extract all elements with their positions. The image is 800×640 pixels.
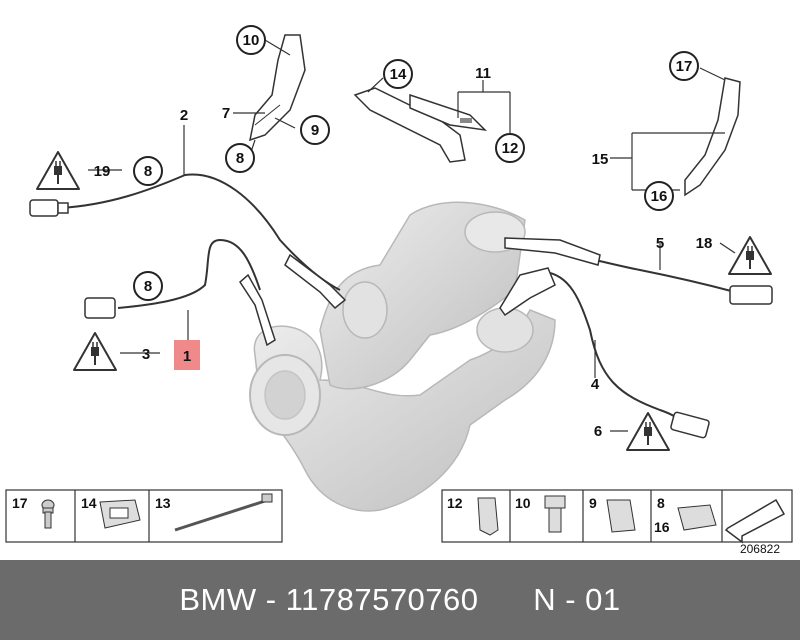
footer-part-number: 11787570760 [285,582,479,617]
callout-14: 14 [390,66,407,83]
callout-17: 17 [676,58,693,75]
footer-brand: BMW [179,582,257,617]
callout-3: 3 [142,346,150,363]
oxygen-sensor-4 [499,267,710,439]
callout-8: 8 [144,278,152,295]
spring-clip-icon [606,499,636,533]
callout-2: 2 [180,107,188,124]
parts-bar-label-16: 16 [654,519,670,535]
callout-18: 18 [696,235,713,252]
bracket-part-15 [684,77,741,197]
oxygen-sensor-2 [29,173,347,310]
callout-circles [133,25,699,301]
warning-icon [728,236,772,275]
parts-diagram: 10 14 9 8 8 12 17 16 8 2 7 11 15 19 5 18… [5,25,793,556]
bolt-icon [41,499,55,529]
warning-icon [73,332,117,371]
warning-icon [36,151,80,190]
cable-clip-icon [677,504,717,531]
parts-bar-right: 12 10 9 8 16 [441,489,793,544]
parts-bar-label-13: 13 [155,495,171,511]
cable-tie-icon [174,493,273,532]
callout-7: 7 [222,105,230,122]
leader-lines [88,39,736,432]
callout-1: 1 [183,348,191,365]
footer-separator: - [256,582,286,617]
callout-11: 11 [475,65,491,82]
parts-bar-label-14: 14 [81,495,97,511]
parts-bar-label-10: 10 [515,495,531,511]
highlighted-part-marker[interactable] [174,340,200,370]
parts-bar-left: 17 14 13 [5,489,283,543]
footer-position: N - 01 [533,582,621,617]
callout-12: 12 [502,140,519,157]
warning-icon [626,412,670,451]
diagram-number: 206822 [740,542,780,556]
heat-shield-bracket [249,34,306,142]
callout-8: 8 [144,163,152,180]
callout-16: 16 [651,188,668,205]
callout-10: 10 [243,32,260,49]
footer-gap [479,582,534,618]
oxygen-sensor-1 [84,238,276,347]
callout-15: 15 [592,151,609,168]
callout-5: 5 [656,235,664,252]
oxygen-sensor-5 [504,237,773,305]
parts-bar-label-12: 12 [447,495,463,511]
arrow-icon [724,498,786,544]
clip-icon [99,499,141,529]
parts-bar-label-9: 9 [589,495,597,511]
callout-9: 9 [311,122,319,139]
part-info-footer: BMW - 11787570760 N - 01 [0,560,800,640]
callout-8: 8 [236,150,244,167]
parts-bar-label-17: 17 [12,495,28,511]
hex-bolt-icon [544,495,566,533]
bracket-part-11 [353,87,488,163]
clip-nut-icon [477,497,499,536]
parts-bar-label-8: 8 [657,495,665,511]
callout-6: 6 [594,423,602,440]
callout-19: 19 [94,163,111,180]
callout-4: 4 [591,376,600,393]
